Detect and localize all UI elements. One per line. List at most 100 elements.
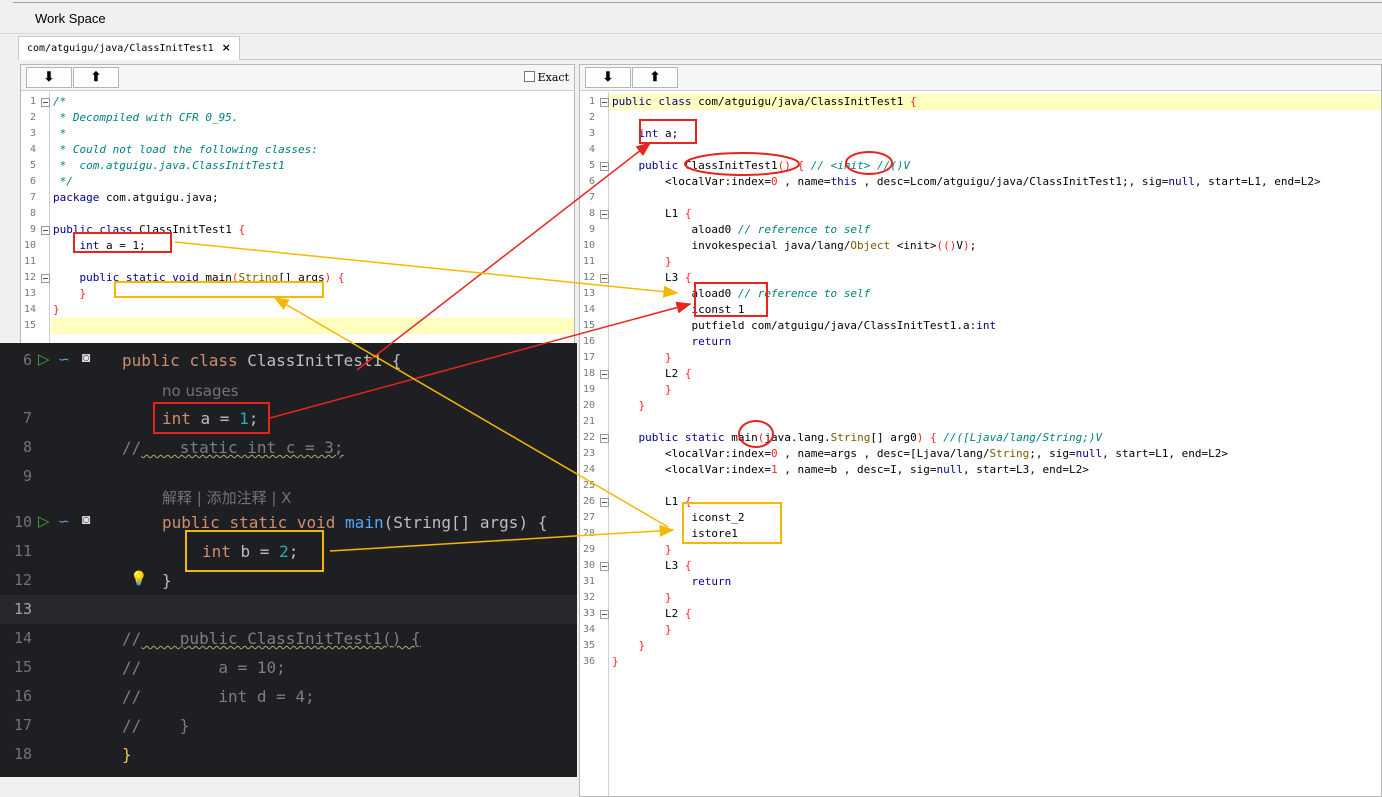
- exact-checkbox[interactable]: Exact: [523, 71, 569, 84]
- line-number: 20: [582, 400, 595, 411]
- code-line: *: [53, 127, 67, 140]
- code-line: int a;: [638, 127, 679, 140]
- run-icon[interactable]: ▷: [38, 513, 50, 530]
- line-number: 7: [588, 192, 595, 203]
- current-line-highlight: [0, 595, 577, 624]
- code-line: return: [691, 575, 732, 588]
- line-number: 22: [582, 432, 595, 443]
- upload-button[interactable]: ⬆: [632, 67, 678, 88]
- run-icon[interactable]: ▷: [38, 351, 50, 368]
- brace: {: [382, 351, 402, 370]
- line-number: 34: [582, 624, 595, 635]
- line-number: 6: [588, 176, 595, 187]
- code-line: [612, 190, 1381, 206]
- code-line: }: [664, 383, 672, 396]
- code-line: }: [664, 351, 672, 364]
- number-literal: 2: [279, 542, 289, 561]
- fold-toggle-icon[interactable]: [600, 210, 609, 219]
- comment-marker: //: [122, 658, 142, 677]
- inlay-actions[interactable]: 解释 | 添加注释 | X: [162, 489, 292, 507]
- stop-icon[interactable]: ◙: [82, 511, 91, 527]
- ide-line-number: 9: [22, 467, 32, 485]
- fold-toggle-icon[interactable]: [600, 98, 609, 107]
- line-number: 19: [582, 384, 595, 395]
- ide-line-number: 8: [22, 438, 32, 456]
- fold-toggle-icon[interactable]: [41, 274, 50, 283]
- ide-line-number: 11: [13, 542, 32, 560]
- ide-line-number: 14: [13, 629, 32, 647]
- code-line: aload0 // reference to self: [612, 287, 871, 300]
- ide-line-12: }: [162, 571, 172, 590]
- code-line: [612, 478, 1381, 494]
- code-line: L1 {: [612, 495, 692, 508]
- ide-gutter: [0, 343, 120, 777]
- fold-toggle-icon[interactable]: [600, 162, 609, 171]
- ide-line-8: // static int c = 3;: [122, 438, 344, 458]
- ide-line-number: 6: [22, 351, 32, 369]
- ide-line-6: public class ClassInitTest1 {: [122, 351, 401, 371]
- line-number: 14: [582, 304, 595, 315]
- line-number: 33: [582, 608, 595, 619]
- current-line-highlight: [610, 94, 1381, 110]
- local-decl: b =: [230, 542, 280, 561]
- line-number: 21: [582, 416, 595, 427]
- close-icon[interactable]: ×: [221, 41, 231, 54]
- ide-line-10: public static void main(String[] args) {: [162, 513, 547, 533]
- params: (String[] args) {: [383, 513, 548, 532]
- line-number: 13: [582, 288, 595, 299]
- fold-toggle-icon[interactable]: [600, 610, 609, 619]
- code-line: [612, 414, 1381, 430]
- fold-toggle-icon[interactable]: [600, 274, 609, 283]
- line-number: 27: [582, 512, 595, 523]
- fold-toggle-icon[interactable]: [600, 562, 609, 571]
- fold-toggle-icon[interactable]: [41, 98, 50, 107]
- upload-button[interactable]: ⬆: [73, 67, 119, 88]
- bookmark-icon[interactable]: ∽: [58, 351, 70, 367]
- comment-marker: //: [122, 716, 142, 735]
- ide-line-16: // int d = 4;: [122, 687, 315, 707]
- fold-toggle-icon[interactable]: [600, 434, 609, 443]
- stop-icon[interactable]: ◙: [82, 349, 91, 365]
- method-name: main: [345, 513, 384, 532]
- code-line: [53, 206, 574, 222]
- code-line: public static main(java.lang.String[] ar…: [638, 431, 1103, 444]
- editor-tab-strip: com/atguigu/java/ClassInitTest1 ×: [18, 34, 1382, 60]
- tab-classinittest1[interactable]: com/atguigu/java/ClassInitTest1 ×: [18, 36, 240, 60]
- download-button[interactable]: ⬇: [585, 67, 631, 88]
- checkbox-box[interactable]: [523, 71, 535, 82]
- code-line: }: [79, 287, 87, 300]
- code-line: }: [53, 303, 60, 316]
- field-decl: a =: [190, 409, 240, 428]
- code-line: package com.atguigu.java;: [53, 191, 219, 204]
- tab-label: com/atguigu/java/ClassInitTest1: [27, 43, 214, 54]
- comment-marker: //: [122, 629, 142, 648]
- code-line: L3 {: [612, 559, 692, 572]
- line-number: 15: [582, 320, 595, 331]
- commented-code: public ClassInitTest1() {: [141, 629, 421, 648]
- ide-line-11: int b = 2;: [202, 542, 298, 562]
- code-line: }: [664, 255, 672, 268]
- line-number: 18: [582, 368, 595, 379]
- code-line: iconst_1: [612, 303, 745, 316]
- lightbulb-icon[interactable]: 💡: [130, 570, 148, 586]
- line-number: 7: [29, 192, 36, 203]
- ide-line-number: 10: [13, 513, 32, 531]
- code-line: [53, 318, 574, 334]
- line-number: 24: [582, 464, 595, 475]
- line-number: 16: [582, 336, 595, 347]
- fold-toggle-icon[interactable]: [41, 226, 50, 235]
- code-line: <localVar:index=1 , name=b , desc=I, sig…: [612, 463, 1089, 476]
- left-toolbar: ⬇ ⬆ Exact: [21, 65, 574, 91]
- number-literal: 1: [239, 409, 249, 428]
- download-button[interactable]: ⬇: [26, 67, 72, 88]
- ide-line-14: // public ClassInitTest1() {: [122, 629, 421, 649]
- bookmark-icon[interactable]: ∽: [58, 513, 70, 529]
- code-line: public static void main(String[] args) {: [79, 271, 345, 284]
- code-line: invokespecial java/lang/Object <init>(()…: [612, 239, 977, 252]
- fold-toggle-icon[interactable]: [600, 498, 609, 507]
- line-number: 3: [588, 128, 595, 139]
- fold-toggle-icon[interactable]: [600, 370, 609, 379]
